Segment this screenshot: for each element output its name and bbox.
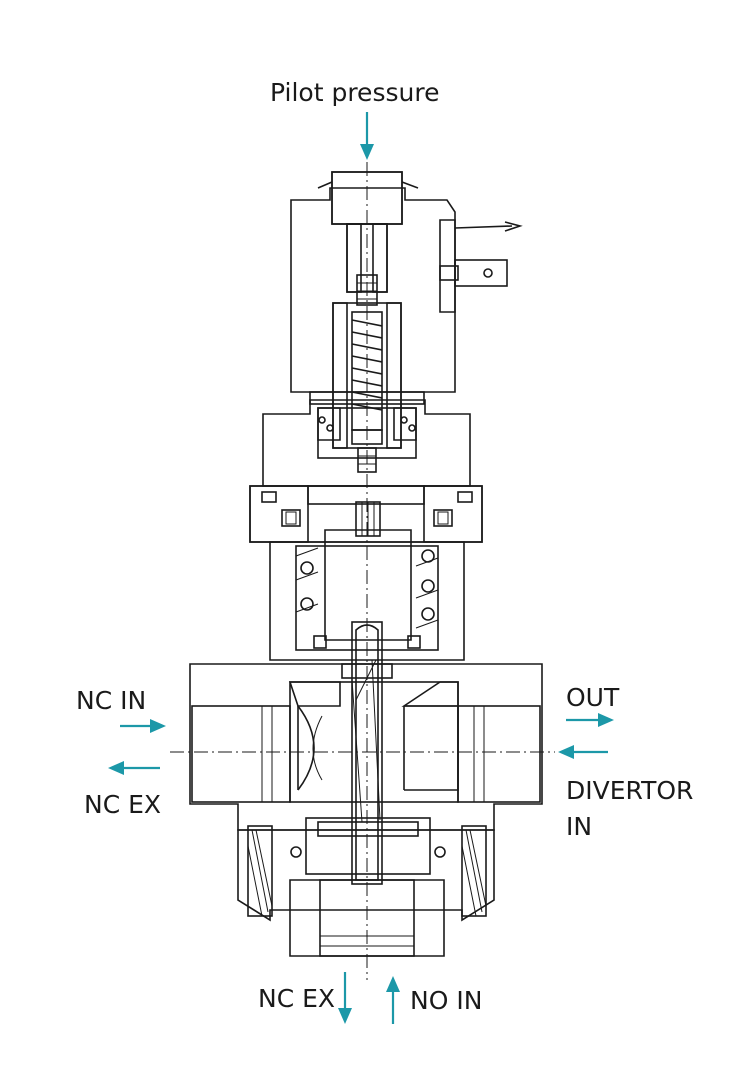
actuator-flange: [249, 485, 483, 543]
pilot-pressure-arrow: [360, 112, 374, 160]
pilot-pressure-label: Pilot pressure: [270, 78, 440, 107]
out-label: OUT: [566, 683, 620, 712]
electrical-connector-terminal: [439, 219, 523, 313]
nc-ex-left-label: NC EX: [84, 790, 162, 819]
divertor-label-line1: DIVERTOR: [566, 776, 694, 805]
nc-in-label: NC IN: [76, 686, 147, 715]
divertor-label-line2: IN: [566, 812, 593, 841]
divertor-in-arrow: [558, 745, 608, 759]
nc-in-arrow: [120, 719, 166, 733]
no-in-label: NO IN: [410, 986, 483, 1015]
valve-body: [189, 663, 543, 831]
no-in-arrow: [386, 976, 400, 1024]
nc-ex-bottom-arrow: [338, 972, 352, 1024]
nc-ex-left-arrow: [108, 761, 160, 775]
plunger-tube-and-spring: [332, 302, 402, 473]
lower-body-and-seals: [237, 817, 495, 922]
nc-ex-bottom-label: NC EX: [258, 984, 336, 1013]
solenoid-coil-housing: [290, 171, 456, 393]
out-arrow: [566, 713, 614, 727]
